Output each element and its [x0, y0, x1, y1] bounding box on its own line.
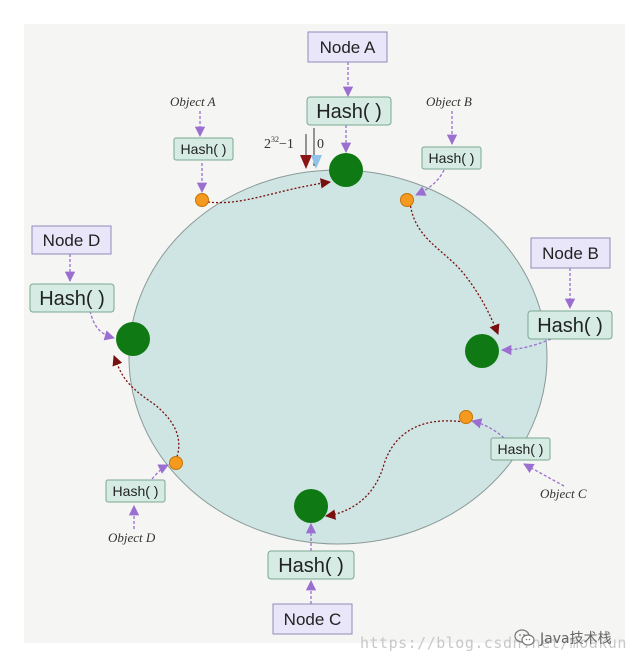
node-d-label-box: Node D	[31, 225, 112, 255]
node-b-dot	[465, 334, 499, 368]
object-c-hash-box: Hash( )	[490, 437, 551, 461]
ring-max-label: 232−1	[264, 135, 294, 152]
ring-zero-arrow	[311, 155, 322, 169]
brand-name: Java技术栈	[540, 631, 612, 647]
node-b-hash-box: Hash( )	[527, 310, 613, 340]
svg-text:Hash( ): Hash( )	[498, 441, 544, 457]
svg-text:Hash( ): Hash( )	[537, 315, 603, 337]
node-c-dot	[294, 489, 328, 523]
svg-text:Hash( ): Hash( )	[316, 101, 382, 123]
node-d-hash-box: Hash( )	[29, 283, 115, 313]
ring-zero-label: 0	[317, 137, 324, 152]
object-c-dot	[459, 410, 473, 424]
node-a-dot	[329, 153, 363, 187]
diagram-canvas: 232−1 0 Node A Node B Node C Node	[24, 24, 625, 643]
node-d-dot	[116, 322, 150, 356]
node-a-label-box: Node A	[307, 31, 388, 63]
node-a-hash-box: Hash( )	[306, 96, 392, 126]
object-a-dot	[195, 193, 209, 207]
object-a-label: Object A	[170, 94, 216, 109]
object-c-arrow-1	[523, 463, 565, 487]
object-d-hash-box: Hash( )	[105, 479, 166, 503]
svg-text:Hash( ): Hash( )	[113, 483, 159, 499]
svg-text:Node C: Node C	[284, 610, 342, 629]
watermark-url: https://blog.csdn.net/moakun	[360, 634, 627, 652]
brand-badge: Java技术栈	[514, 628, 612, 648]
object-c-to-node-c-path	[324, 420, 465, 520]
node-b-arrow-2	[500, 338, 552, 356]
node-c-label-box: Node C	[272, 603, 353, 635]
object-b-hash-box: Hash( )	[421, 146, 482, 170]
node-b-label-box: Node B	[530, 237, 611, 269]
svg-text:Hash( ): Hash( )	[39, 288, 105, 310]
wechat-icon	[514, 629, 536, 647]
node-d-arrow-2	[89, 310, 115, 341]
svg-text:Hash( ): Hash( )	[278, 555, 344, 577]
object-d-label: Object D	[108, 530, 156, 545]
svg-text:Hash( ): Hash( )	[181, 141, 227, 157]
object-b-dot	[400, 193, 414, 207]
ring-max-arrow	[300, 155, 312, 169]
svg-text:Hash( ): Hash( )	[429, 150, 475, 166]
object-b-to-node-b-path	[409, 201, 500, 335]
object-d-arrow-2	[151, 464, 169, 480]
node-c-hash-box: Hash( )	[267, 550, 355, 580]
object-d-dot	[169, 456, 183, 470]
svg-text:Node A: Node A	[320, 38, 376, 57]
consistent-hash-ring-diagram: 232−1 0 Node A Node B Node C Node	[29, 31, 613, 635]
object-a-hash-box: Hash( )	[173, 137, 234, 161]
svg-text:Node B: Node B	[542, 244, 599, 263]
object-c-label: Object C	[540, 486, 587, 501]
object-b-label: Object B	[426, 94, 472, 109]
svg-text:Node D: Node D	[43, 231, 101, 250]
object-d-to-node-d-path	[112, 355, 180, 465]
